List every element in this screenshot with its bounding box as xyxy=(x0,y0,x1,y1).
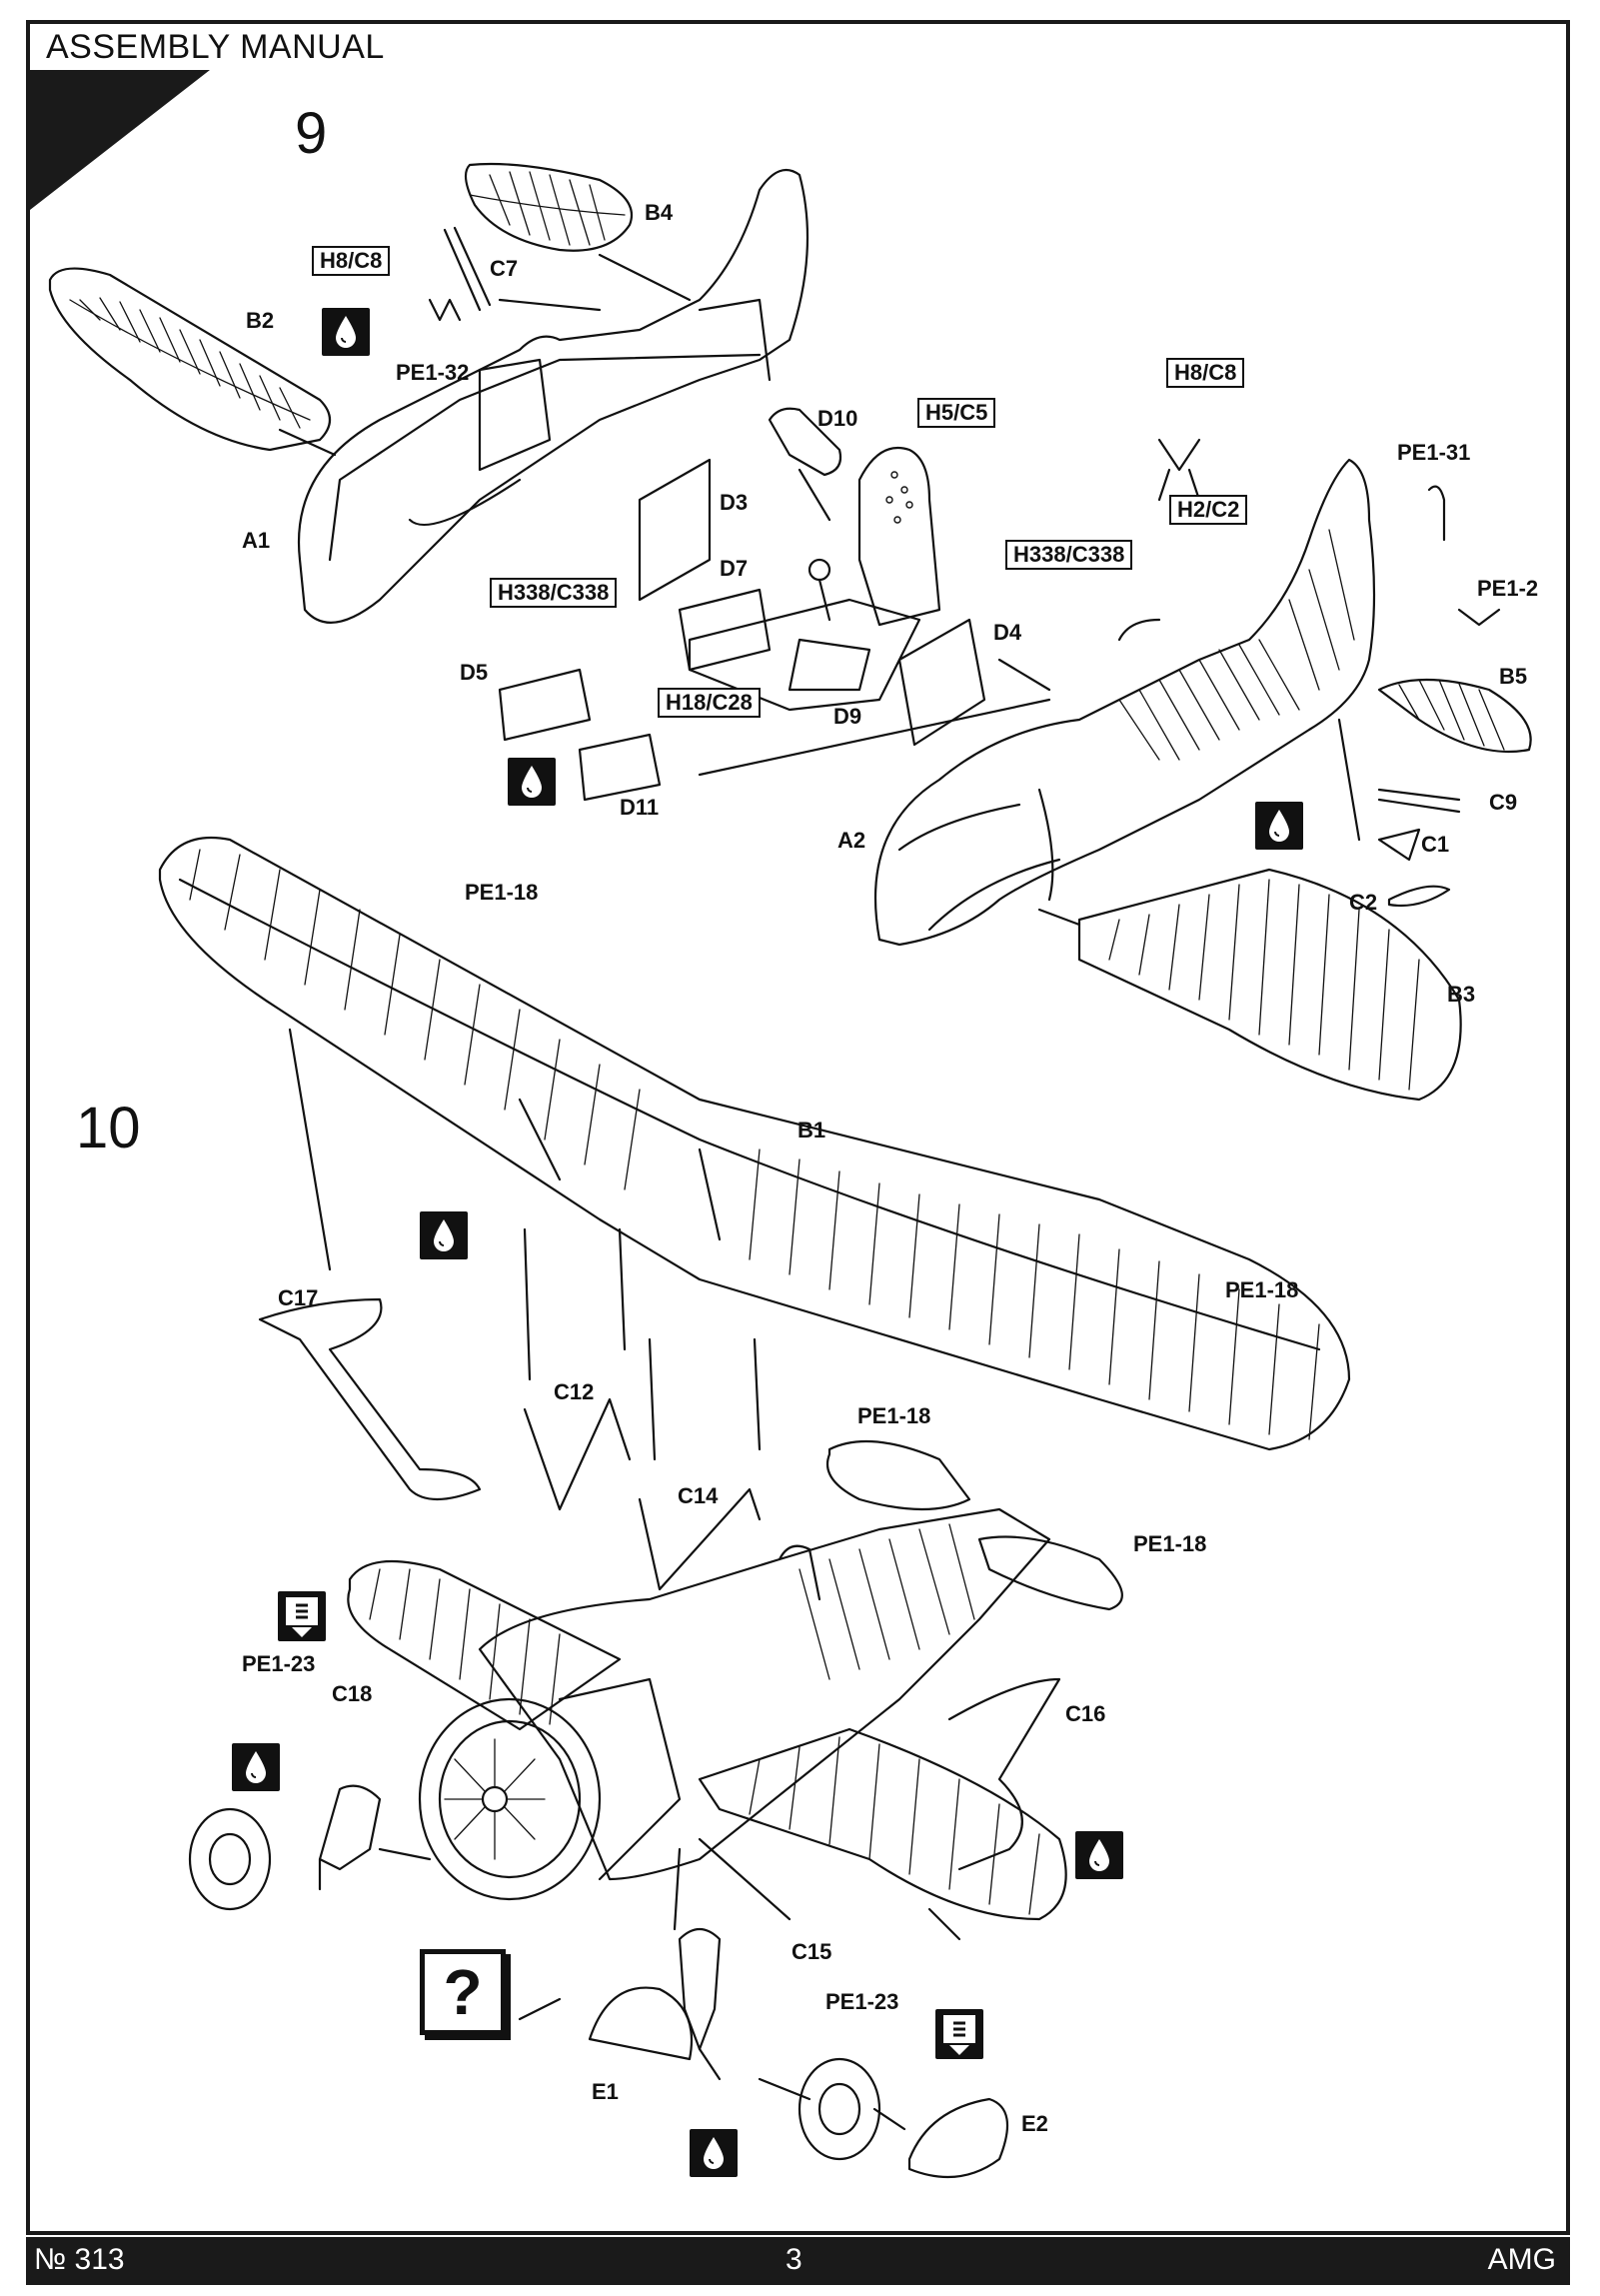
label-d10: D10 xyxy=(817,406,858,431)
label-pe1-31: PE1-31 xyxy=(1397,440,1471,465)
callout-h338-c338-right: H338/C338 xyxy=(1005,540,1133,570)
fuselage-body xyxy=(478,1507,1051,1881)
strut-c16 xyxy=(947,1677,1061,1871)
label-pe1-18-top: PE1-18 xyxy=(465,880,539,905)
lower-wing-right xyxy=(698,1727,1067,1921)
fuselage-half-a1 xyxy=(297,168,809,624)
part-d3 xyxy=(638,458,712,602)
wheel-cover-e1 xyxy=(588,1986,694,2061)
step-number-10: 10 xyxy=(76,1096,141,1160)
strut-c14 xyxy=(638,1487,762,1591)
label-d3: D3 xyxy=(720,490,749,515)
label-b2: B2 xyxy=(246,308,275,333)
label-e2: E2 xyxy=(1021,2111,1048,2136)
page-frame xyxy=(26,20,1570,2235)
step-number-9: 9 xyxy=(295,101,328,166)
lower-wing-left xyxy=(347,1559,622,1731)
label-a1: A1 xyxy=(242,528,271,553)
brand-name: AMG xyxy=(1487,2243,1556,2276)
photo-etch-icon xyxy=(935,2009,983,2059)
cockpit-floor-d9 xyxy=(688,598,921,712)
footer-bar: № 313 3 AMG xyxy=(26,2237,1570,2285)
callout-h338-c338-left: H338/C338 xyxy=(490,578,618,608)
wheel-cover-e2 xyxy=(907,2097,1009,2179)
part-d11 xyxy=(578,733,662,802)
label-c7: C7 xyxy=(490,256,519,281)
engine-cowling xyxy=(418,1697,602,1901)
label-c16: C16 xyxy=(1065,1701,1106,1726)
label-b5: B5 xyxy=(1499,664,1528,689)
label-c17: C17 xyxy=(278,1285,319,1310)
part-d10 xyxy=(768,407,842,477)
label-pe1-23-left: PE1-23 xyxy=(242,1651,316,1676)
label-b4: B4 xyxy=(645,200,674,225)
seat-back xyxy=(857,446,941,627)
label-pe1-32: PE1-32 xyxy=(396,360,470,385)
glue-drop-icon xyxy=(322,308,370,356)
upper-wing-b1 xyxy=(158,836,1351,1451)
label-pe1-18-right: PE1-18 xyxy=(1225,1277,1299,1302)
glue-drop-icon xyxy=(1255,802,1303,850)
label-d11: D11 xyxy=(620,795,660,820)
label-d5: D5 xyxy=(460,660,489,685)
label-e1: E1 xyxy=(592,2079,619,2104)
label-pe1-18-mid: PE1-18 xyxy=(857,1403,931,1428)
wing-b3 xyxy=(1077,868,1462,1102)
stabilizer-b4 xyxy=(464,162,634,252)
manual-title: ASSEMBLY MANUAL xyxy=(46,28,385,66)
photo-etch-icon xyxy=(278,1591,326,1641)
label-c12: C12 xyxy=(554,1379,595,1404)
label-c1: C1 xyxy=(1421,832,1450,857)
label-pe1-2: PE1-2 xyxy=(1477,576,1539,601)
label-pe1-18-lower: PE1-18 xyxy=(1133,1531,1207,1556)
label-c9: C9 xyxy=(1489,790,1518,815)
fuselage-a2 xyxy=(873,458,1376,947)
label-c18: C18 xyxy=(332,1681,373,1706)
label-pe1-23-right: PE1-23 xyxy=(825,1989,899,2014)
strut-c12 xyxy=(523,1397,632,1511)
callout-h18-c28: H18/C28 xyxy=(658,688,761,718)
catalog-number: № 313 xyxy=(34,2243,125,2276)
callout-h8-c8-left: H8/C8 xyxy=(312,246,391,276)
glue-drop-icon xyxy=(420,1211,468,1259)
part-d7 xyxy=(678,588,772,672)
strut-c17 xyxy=(258,1297,482,1500)
label-d9: D9 xyxy=(833,704,862,729)
callout-h2-c2: H2/C2 xyxy=(1169,495,1248,525)
corner-triangle xyxy=(30,70,210,210)
part-d5 xyxy=(498,668,592,742)
label-c14: C14 xyxy=(678,1483,719,1508)
glue-drop-icon xyxy=(690,2129,738,2177)
label-a2: A2 xyxy=(837,828,866,853)
instrument-panel-d4 xyxy=(897,618,986,747)
question-icon: ? xyxy=(420,1949,506,2035)
glue-drop-icon xyxy=(508,758,556,806)
label-b1: B1 xyxy=(798,1118,826,1143)
wheel-left xyxy=(188,1807,272,1911)
label-c15: C15 xyxy=(792,1939,832,1964)
stabilizer-b5 xyxy=(1377,678,1532,754)
callout-h5-c5: H5/C5 xyxy=(917,398,996,428)
label-b3: B3 xyxy=(1447,982,1476,1007)
wheel-right xyxy=(798,2057,881,2161)
glue-drop-icon xyxy=(1075,1831,1123,1879)
label-c2: C2 xyxy=(1349,890,1378,915)
stabilizer-b2 xyxy=(48,267,332,452)
label-d4: D4 xyxy=(993,620,1022,645)
label-d7: D7 xyxy=(720,556,749,581)
glue-drop-icon xyxy=(232,1743,280,1791)
callout-h8-c8-right: H8/C8 xyxy=(1166,358,1245,388)
page-number: 3 xyxy=(786,2243,802,2276)
